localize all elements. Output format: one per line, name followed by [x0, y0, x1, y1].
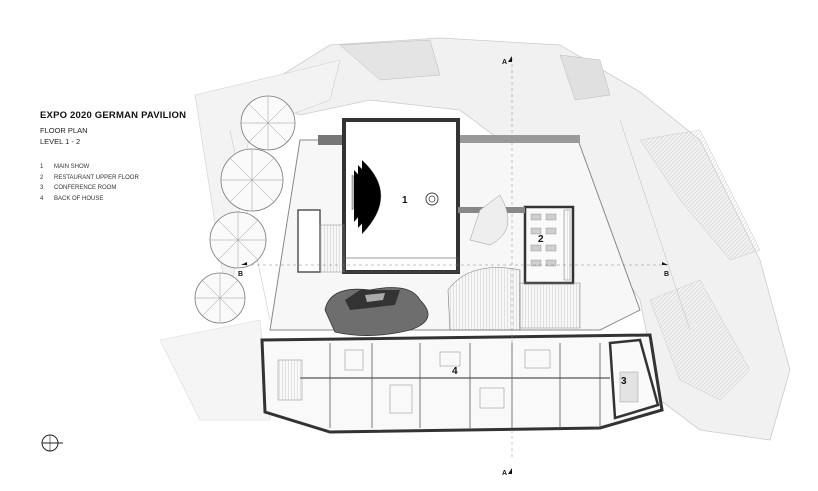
north-arrow-icon — [41, 434, 63, 452]
section-markers: A A B B — [238, 56, 669, 477]
left-service-block — [297, 209, 345, 273]
legend-label: MAIN SHOW — [54, 164, 90, 170]
restaurant-upper-floor: 2 — [523, 205, 575, 285]
legend-label: BACK OF HOUSE — [54, 195, 104, 202]
conference-room: 3 — [608, 338, 660, 420]
back-of-house: 4 — [260, 333, 664, 434]
legend-number: 1 — [40, 164, 44, 170]
legend-item: 1 MAIN SHOW — [40, 162, 139, 173]
legend-number: 2 — [40, 174, 44, 181]
legend-label: CONFERENCE ROOM — [54, 185, 117, 191]
main-show-hall: 1 — [342, 118, 460, 274]
section-a-bottom: A — [502, 470, 507, 477]
legend-number: 3 — [40, 185, 44, 191]
legend-label: RESTAURANT UPPER FLOOR — [54, 174, 139, 181]
circular-canopies — [194, 95, 296, 324]
central-stairs — [447, 194, 581, 331]
legend-item: 3 CONFERENCE ROOM — [40, 183, 139, 194]
legend-item: 2 RESTAURANT UPPER FLOOR — [40, 173, 139, 184]
drawing-subtitle-plan: FLOOR PLAN — [40, 126, 88, 135]
legend-item: 4 BACK OF HOUSE — [40, 194, 139, 205]
room-legend: 1 MAIN SHOW 2 RESTAURANT UPPER FLOOR 3 C… — [40, 162, 139, 204]
legend-number: 4 — [40, 195, 44, 202]
drawing-subtitle-level: LEVEL 1 - 2 — [40, 137, 81, 146]
water-feature — [324, 287, 429, 336]
drawing-title: EXPO 2020 GERMAN PAVILION — [40, 110, 187, 121]
room-number-2: 2 — [538, 234, 544, 245]
section-a-top: A — [502, 59, 507, 66]
room-number-1: 1 — [402, 195, 408, 206]
section-b-left: B — [238, 271, 243, 278]
section-b-right: B — [664, 271, 669, 278]
room-number-3: 3 — [621, 376, 627, 387]
room-number-4: 4 — [452, 366, 458, 377]
